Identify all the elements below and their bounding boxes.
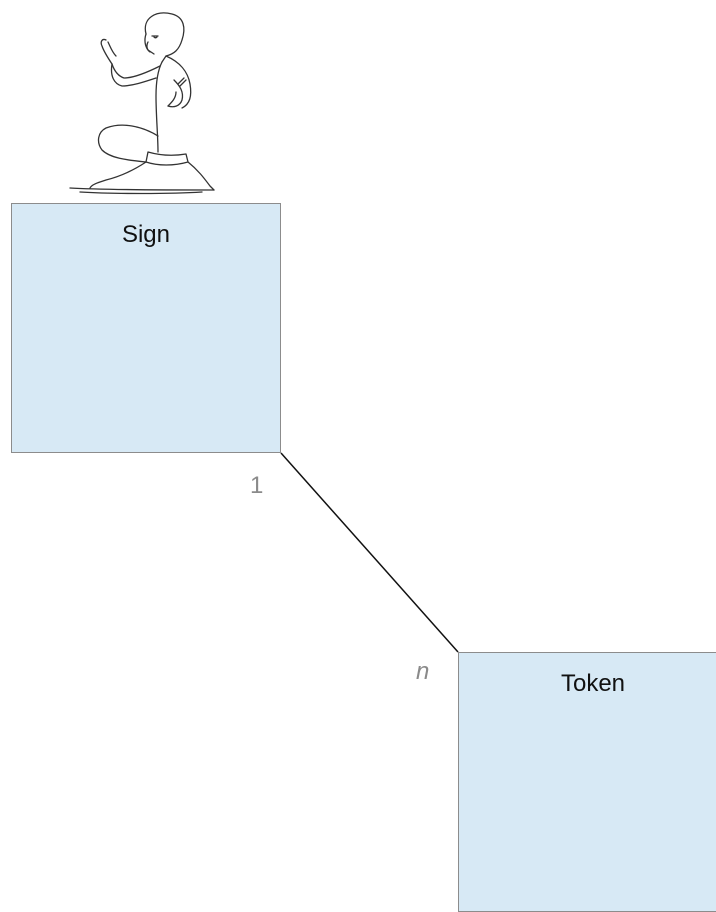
seated-man-hieroglyph-icon — [69, 12, 215, 195]
sign-token-connector — [280, 452, 459, 653]
entity-sign: Sign — [11, 203, 281, 453]
entity-sign-label: Sign — [121, 221, 171, 248]
sign-cardinality-label: 1 — [250, 472, 264, 499]
token-cardinality-label: n — [416, 658, 430, 685]
entity-token: Token — [458, 652, 716, 912]
entity-token-label: Token — [560, 670, 626, 697]
